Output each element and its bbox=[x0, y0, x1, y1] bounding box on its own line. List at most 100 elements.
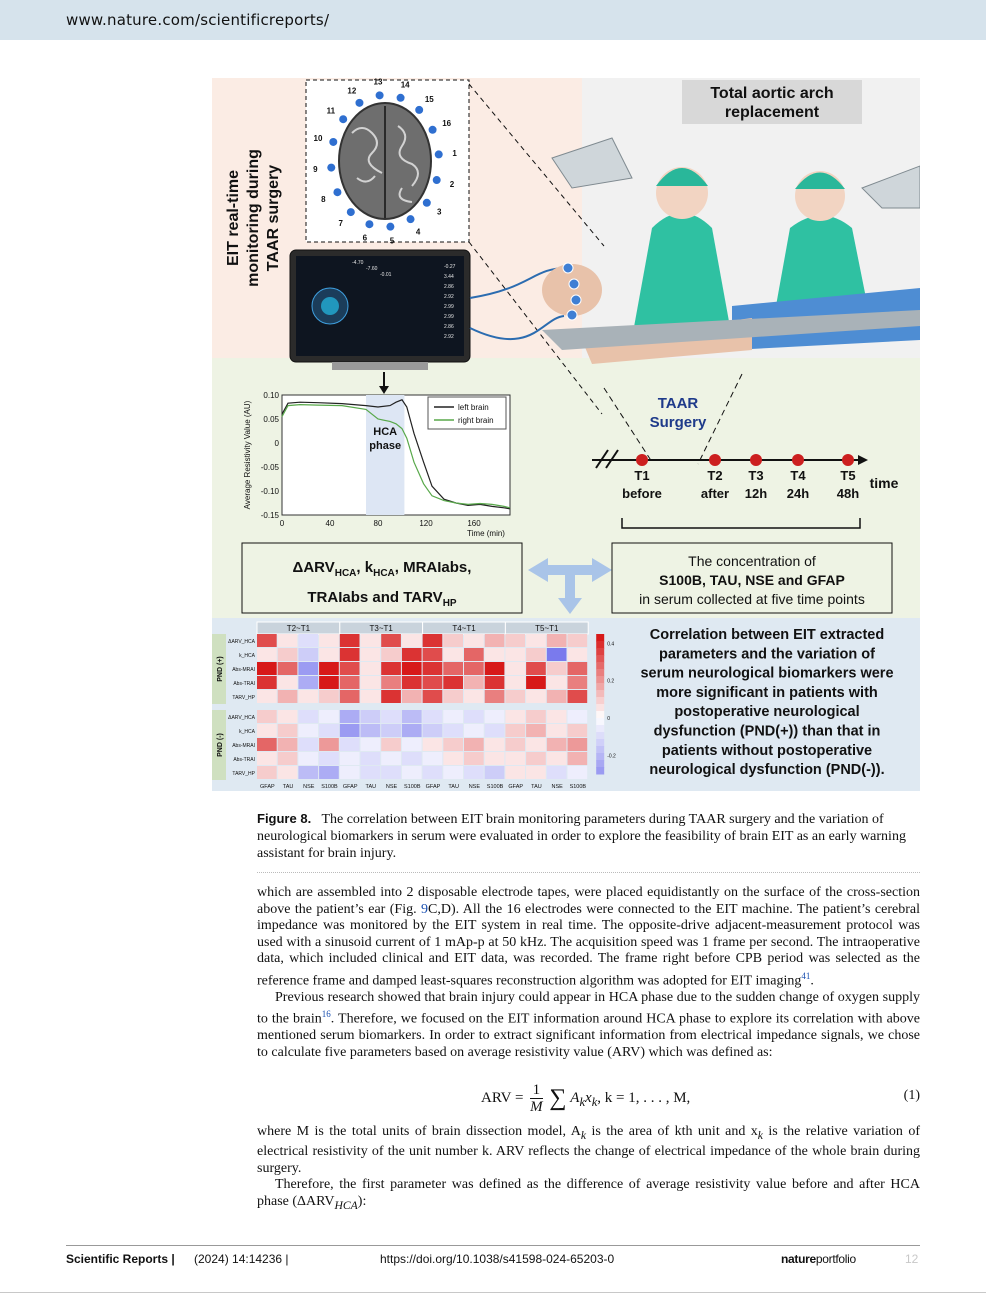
electrode-label: 1 bbox=[452, 149, 457, 158]
concentration-box bbox=[611, 542, 893, 614]
colorbar-tick: -0.2 bbox=[607, 753, 616, 759]
heatmap-cell bbox=[443, 690, 463, 703]
heatmap-cell bbox=[526, 634, 546, 647]
heatmap-cell bbox=[546, 648, 567, 661]
heatmap-cell bbox=[298, 676, 319, 689]
colorbar-segment bbox=[596, 732, 605, 740]
heatmap-cell bbox=[484, 690, 505, 703]
zoom-line-right bbox=[468, 241, 603, 415]
heatmap-cell bbox=[257, 766, 277, 779]
heatmap-cell bbox=[298, 690, 319, 703]
timeline-point bbox=[750, 454, 762, 466]
heatmap-cell bbox=[401, 738, 422, 751]
heatmap-cell bbox=[381, 766, 401, 779]
footer-doi[interactable]: https://doi.org/10.1038/s41598-024-65203… bbox=[380, 1252, 615, 1266]
electrode-label: 12 bbox=[347, 87, 356, 96]
electrode-label: 9 bbox=[313, 165, 318, 174]
heatmap-cell bbox=[339, 690, 360, 703]
heatmap-cell bbox=[484, 752, 505, 765]
colorbar-segment bbox=[596, 690, 605, 698]
heatmap-row-group bbox=[212, 710, 226, 780]
heatmap-cell bbox=[339, 710, 360, 723]
colorbar-segment bbox=[596, 655, 605, 663]
series-line bbox=[281, 403, 511, 509]
surgeon-2-cap bbox=[795, 172, 845, 189]
body-text-2: where M is the total units of brain diss… bbox=[257, 1124, 920, 1214]
heatmap-cell bbox=[319, 766, 339, 779]
heatmap-cell bbox=[319, 710, 339, 723]
electrode bbox=[432, 176, 441, 185]
heatmap-col-label: GFAP bbox=[508, 784, 523, 790]
site-url[interactable]: www.nature.com/scientificreports/ bbox=[66, 11, 330, 29]
heatmap-row-label: Abs-TRAI bbox=[233, 681, 255, 687]
heatmap-cell bbox=[443, 676, 463, 689]
equation-range: , k = 1, . . . , M, bbox=[597, 1089, 691, 1106]
electrode-label: 16 bbox=[442, 119, 451, 128]
concentration-line-3: in serum collected at five time points bbox=[639, 591, 865, 607]
colorbar-segment bbox=[596, 704, 605, 712]
heatmap-cell bbox=[526, 662, 546, 675]
parameter-box-line-1: ΔARVHCA, kHCA, MRAIabs, bbox=[293, 559, 472, 579]
conclusion-text: Correlation between EIT extractedparamet… bbox=[640, 627, 893, 778]
sum-symbol: ∑ bbox=[549, 1085, 567, 1111]
heatmap-cell bbox=[546, 690, 567, 703]
heatmap-cell bbox=[505, 766, 526, 779]
vertical-title-line-3: TAAR surgery bbox=[265, 165, 282, 271]
heatmap-cell bbox=[339, 738, 360, 751]
heatmap-cell bbox=[484, 766, 505, 779]
heatmap-cell bbox=[381, 662, 401, 675]
heatmap-cell bbox=[319, 724, 339, 737]
electrode bbox=[415, 105, 424, 114]
figure-link[interactable]: 9 bbox=[421, 901, 429, 917]
heatmap-group-label: T4~T1 bbox=[452, 624, 476, 633]
legend-label: left brain bbox=[458, 403, 489, 412]
heatmap-cell bbox=[277, 648, 298, 661]
heatmap-cell bbox=[567, 752, 588, 765]
timeline-point-sub: 24h bbox=[787, 486, 809, 501]
heatmap-cell bbox=[401, 634, 422, 647]
heatmap-cell bbox=[464, 710, 484, 723]
heatmap-cell bbox=[505, 690, 526, 703]
timeline-point-sub: before bbox=[622, 486, 662, 501]
heatmap-cell bbox=[484, 662, 505, 675]
heatmap-cell bbox=[360, 648, 381, 661]
monitor-stand bbox=[332, 362, 428, 370]
colorbar-segment bbox=[596, 760, 605, 768]
footer-brand: natureportfolio bbox=[781, 1252, 856, 1266]
colorbar-segment bbox=[596, 725, 605, 733]
heatmap-cell bbox=[339, 634, 360, 647]
electrode bbox=[375, 91, 384, 100]
y-tick-label: -0.15 bbox=[261, 511, 280, 520]
hca-annotation-1: HCA bbox=[373, 426, 397, 438]
heatmap-cell bbox=[381, 676, 401, 689]
heatmap-cell bbox=[401, 724, 422, 737]
paragraph-3-text-b: is the area of kth unit and x bbox=[586, 1124, 758, 1139]
patient-electrode bbox=[562, 262, 574, 274]
heatmap-cell bbox=[401, 662, 422, 675]
heatmap-cell bbox=[505, 724, 526, 737]
heatmap-cell bbox=[360, 752, 381, 765]
heatmap-col-label: TAU bbox=[283, 784, 294, 790]
heatmap-cell bbox=[319, 648, 339, 661]
body-text: which are assembled into 2 disposable el… bbox=[257, 885, 920, 1061]
heatmap-cell bbox=[464, 648, 484, 661]
paragraph-4-end: ): bbox=[357, 1193, 367, 1209]
colorbar-segment bbox=[596, 711, 605, 719]
heatmap-cell bbox=[257, 648, 277, 661]
heatmap-row-group bbox=[212, 634, 226, 704]
heatmap-cell bbox=[422, 676, 443, 689]
paragraph-2: Previous research showed that brain inju… bbox=[257, 990, 920, 1062]
heatmap-cell bbox=[526, 648, 546, 661]
heatmap-cell bbox=[422, 634, 443, 647]
reference-link[interactable]: 16 bbox=[321, 1009, 331, 1020]
heatmap-row-label: ΔARV_HCA bbox=[228, 639, 256, 645]
heatmap-cell bbox=[381, 752, 401, 765]
monitor-value: -4.70 bbox=[352, 260, 364, 266]
divider bbox=[257, 872, 920, 873]
heatmap-cell bbox=[360, 710, 381, 723]
reference-link[interactable]: 41 bbox=[801, 970, 811, 981]
timeline-point-sub: 48h bbox=[837, 486, 859, 501]
heatmap-col-label: S100B bbox=[404, 784, 421, 790]
bottom-divider bbox=[0, 1292, 986, 1293]
heatmap-cell bbox=[401, 752, 422, 765]
